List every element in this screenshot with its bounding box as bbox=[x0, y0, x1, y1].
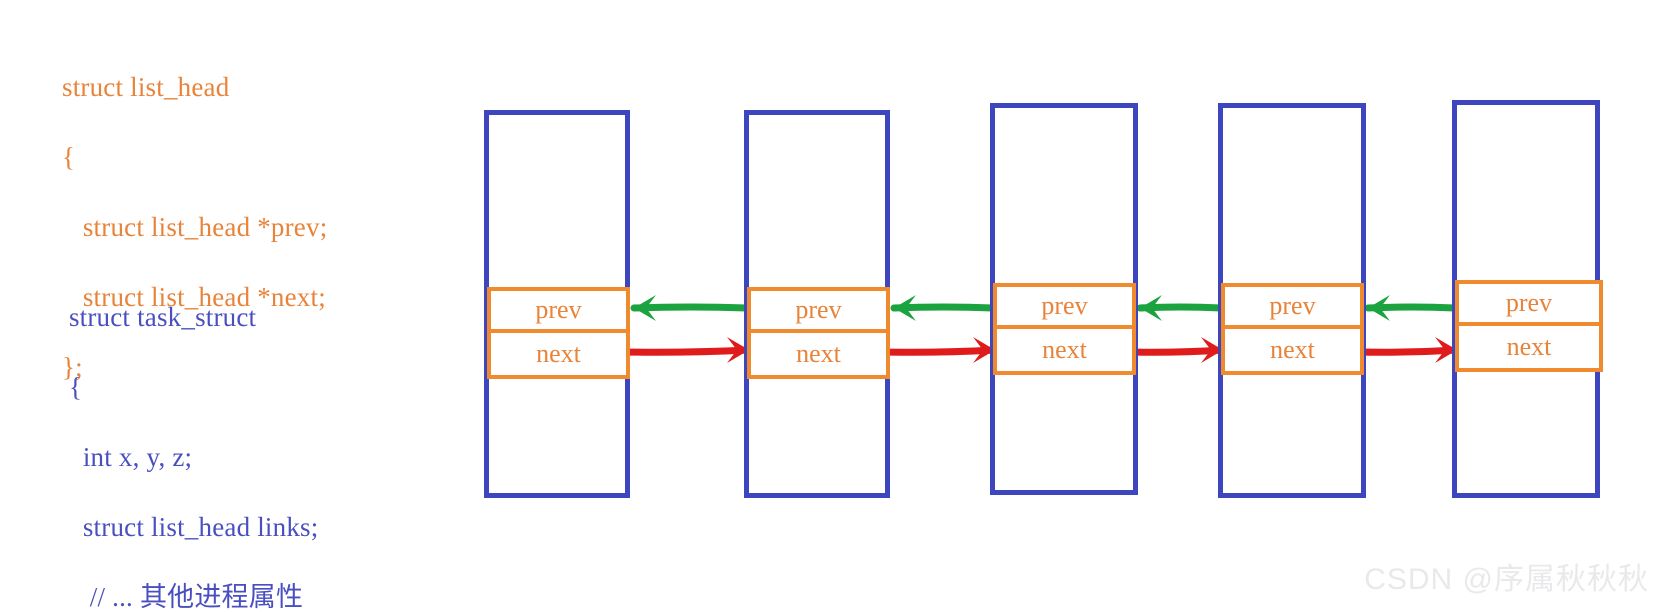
field-prev: prev bbox=[1225, 287, 1360, 329]
field-prev: prev bbox=[491, 291, 626, 333]
next-pointer-arrow bbox=[880, 337, 999, 363]
code-line: struct list_head *prev; bbox=[62, 212, 328, 242]
next-pointer-arrow bbox=[1126, 337, 1227, 363]
prev-pointer-arrow bbox=[1136, 295, 1225, 321]
field-prev: prev bbox=[1459, 284, 1599, 326]
field-next: next bbox=[1042, 335, 1087, 364]
prev-pointer-arrow bbox=[890, 295, 997, 321]
code-block-list-head: struct list_head { struct list_head *pre… bbox=[62, 42, 327, 424]
field-prev: prev bbox=[751, 291, 886, 333]
code-line: int x, y, z; bbox=[62, 442, 193, 472]
prev-pointer-arrow bbox=[1364, 295, 1459, 321]
list-head-fields: prev next bbox=[993, 283, 1136, 375]
field-next: next bbox=[1506, 332, 1552, 361]
next-pointer-arrow bbox=[1354, 337, 1461, 363]
field-prev: prev bbox=[997, 287, 1132, 329]
list-head-fields: prev next bbox=[487, 287, 630, 379]
list-head-fields: prev next bbox=[1221, 283, 1364, 375]
code-line: // ... 其他进程属性 bbox=[62, 582, 304, 612]
next-pointer-arrow bbox=[620, 337, 753, 363]
code-line: { bbox=[62, 372, 83, 402]
field-next: next bbox=[1270, 335, 1315, 364]
code-line: }; bbox=[62, 352, 83, 382]
csdn-watermark: CSDN @序属秋秋秋 bbox=[1364, 563, 1649, 596]
list-head-fields: prev next bbox=[747, 287, 890, 379]
list-head-fields: prev next bbox=[1455, 280, 1603, 372]
code-block-task-struct: struct task_struct { int x, y, z; struct… bbox=[62, 272, 318, 612]
prev-pointer-arrow bbox=[630, 295, 751, 321]
code-line: { bbox=[62, 142, 76, 172]
code-line: struct list_head bbox=[62, 72, 230, 102]
field-next: next bbox=[796, 339, 841, 368]
code-line: struct task_struct bbox=[62, 302, 257, 332]
code-line: struct list_head *next; bbox=[62, 282, 326, 312]
field-next: next bbox=[536, 339, 581, 368]
code-line: struct list_head links; bbox=[62, 512, 319, 542]
